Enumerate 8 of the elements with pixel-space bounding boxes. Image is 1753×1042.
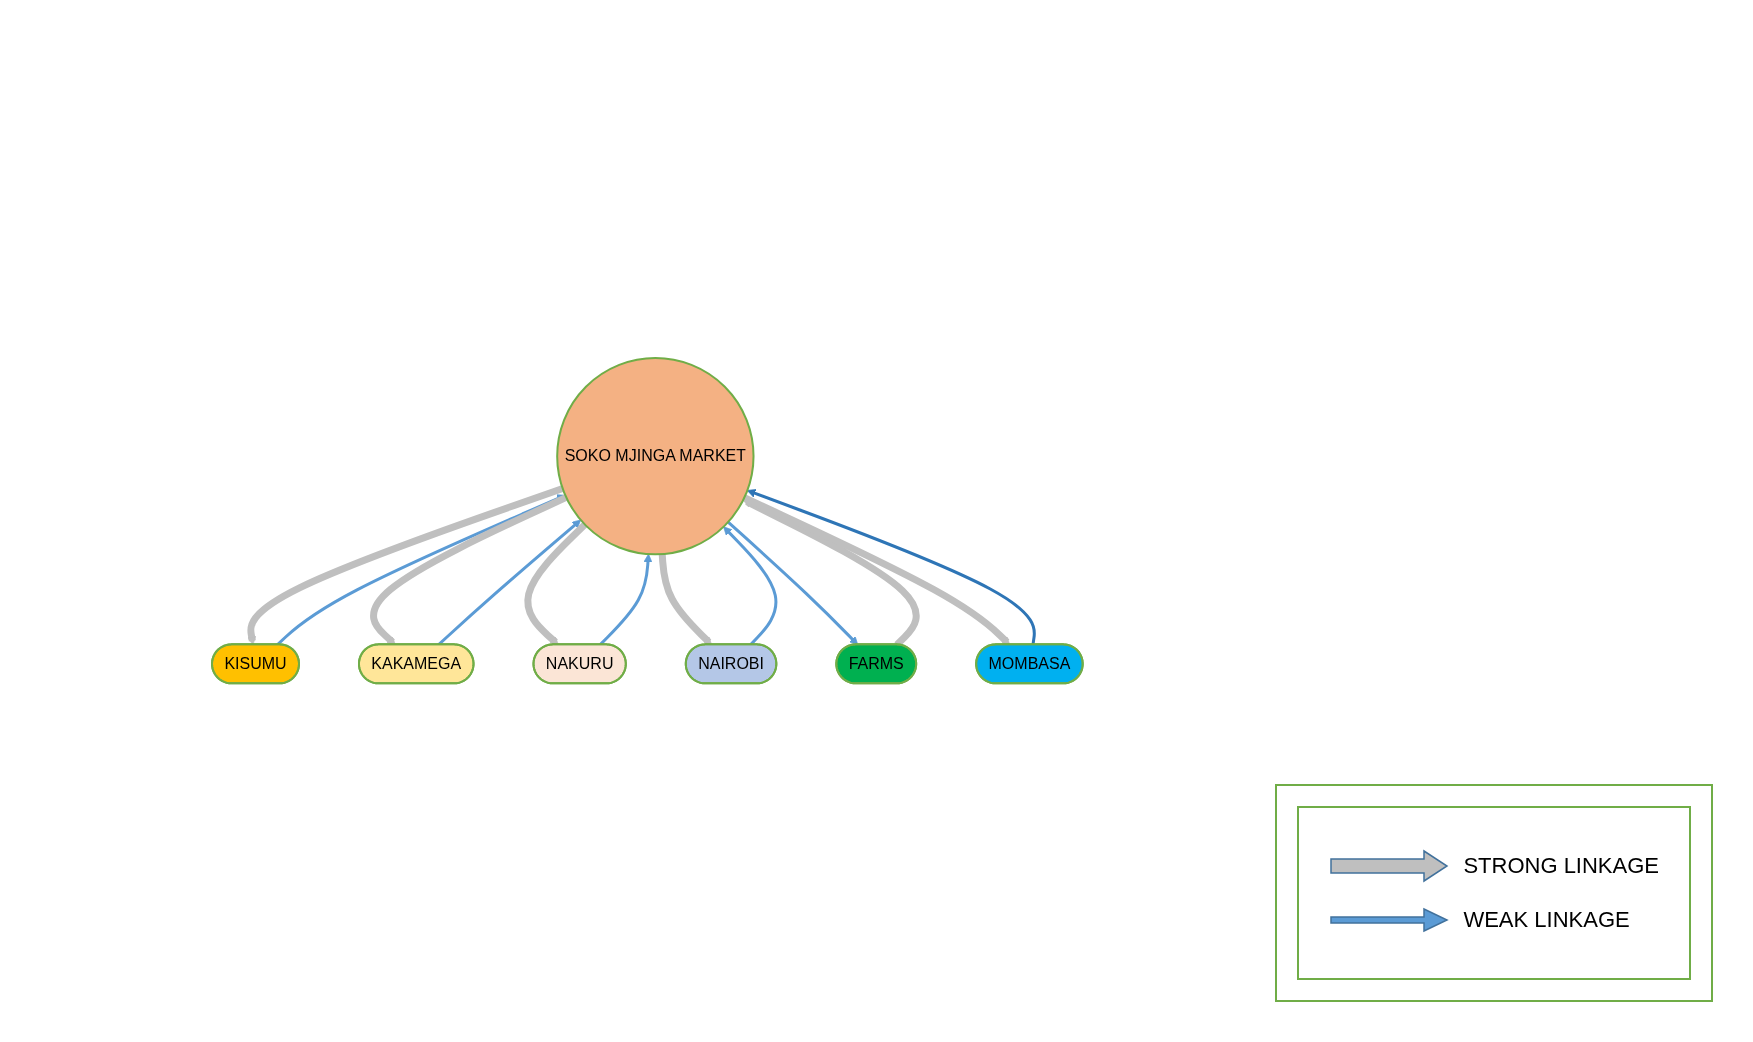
node-circle: SOKO MJINGA MARKET [556, 357, 755, 556]
arrow [659, 554, 713, 646]
arrow [524, 522, 588, 646]
legend-label: STRONG LINKAGE [1463, 853, 1659, 879]
arrow [370, 494, 569, 646]
arrow [247, 485, 565, 646]
legend-label: WEAK LINKAGE [1463, 907, 1630, 933]
arrow [727, 521, 859, 646]
